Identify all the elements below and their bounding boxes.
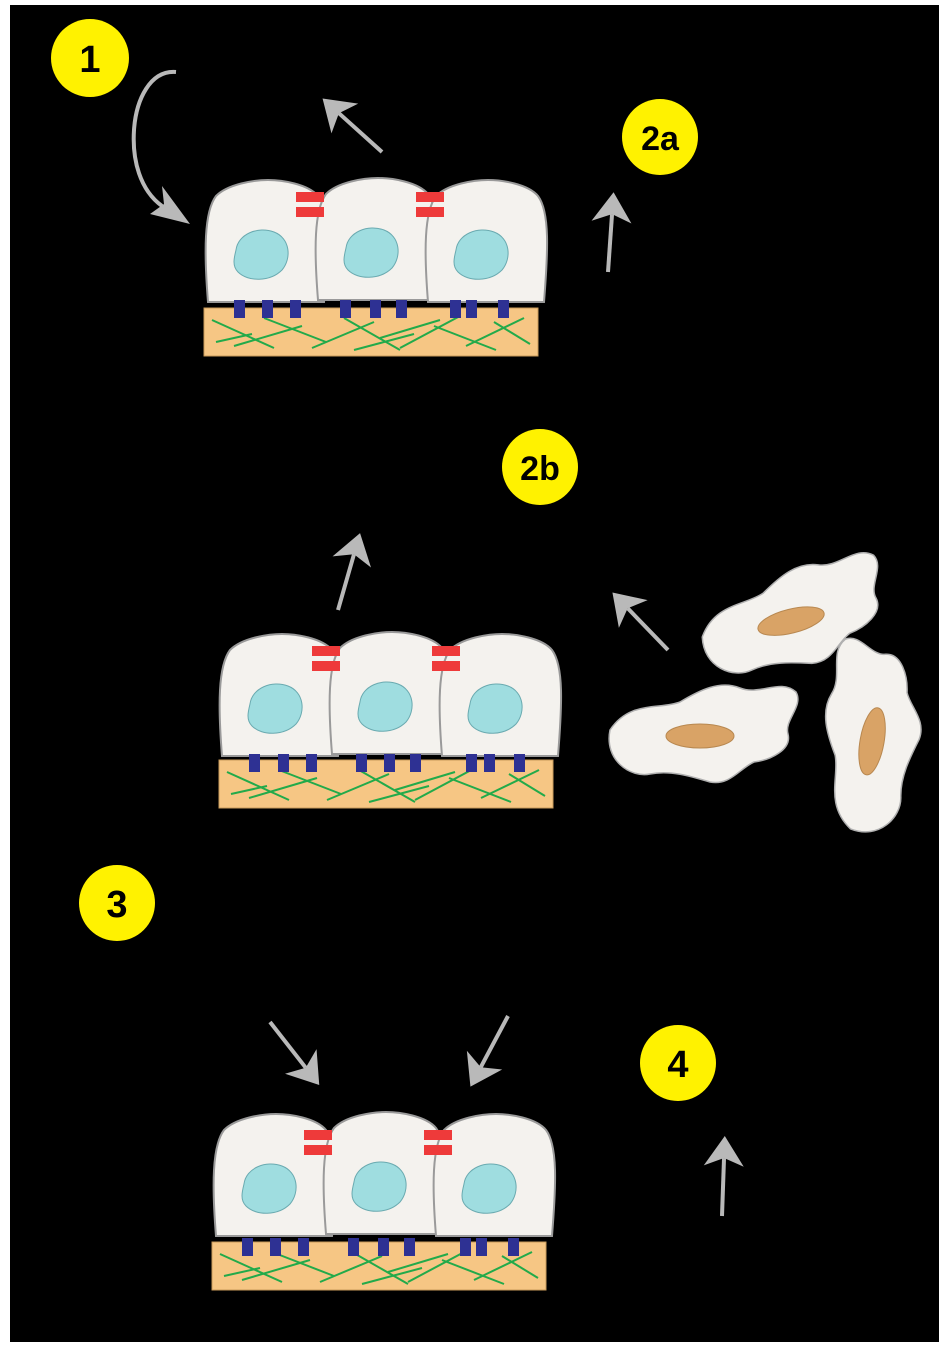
badge-step3: 3 [79, 865, 155, 941]
badge-step1: 1 [51, 19, 129, 97]
badge-step2b-label: 2b [520, 450, 560, 488]
badge-step4: 4 [640, 1025, 716, 1101]
badge-step2a-label: 2a [641, 120, 680, 158]
badge-step4-label: 4 [667, 1044, 688, 1086]
badge-step3-label: 3 [106, 884, 127, 926]
badge-step2a: 2a [622, 99, 698, 175]
badge-step2b: 2b [502, 429, 578, 505]
badge-step1-label: 1 [79, 39, 100, 81]
